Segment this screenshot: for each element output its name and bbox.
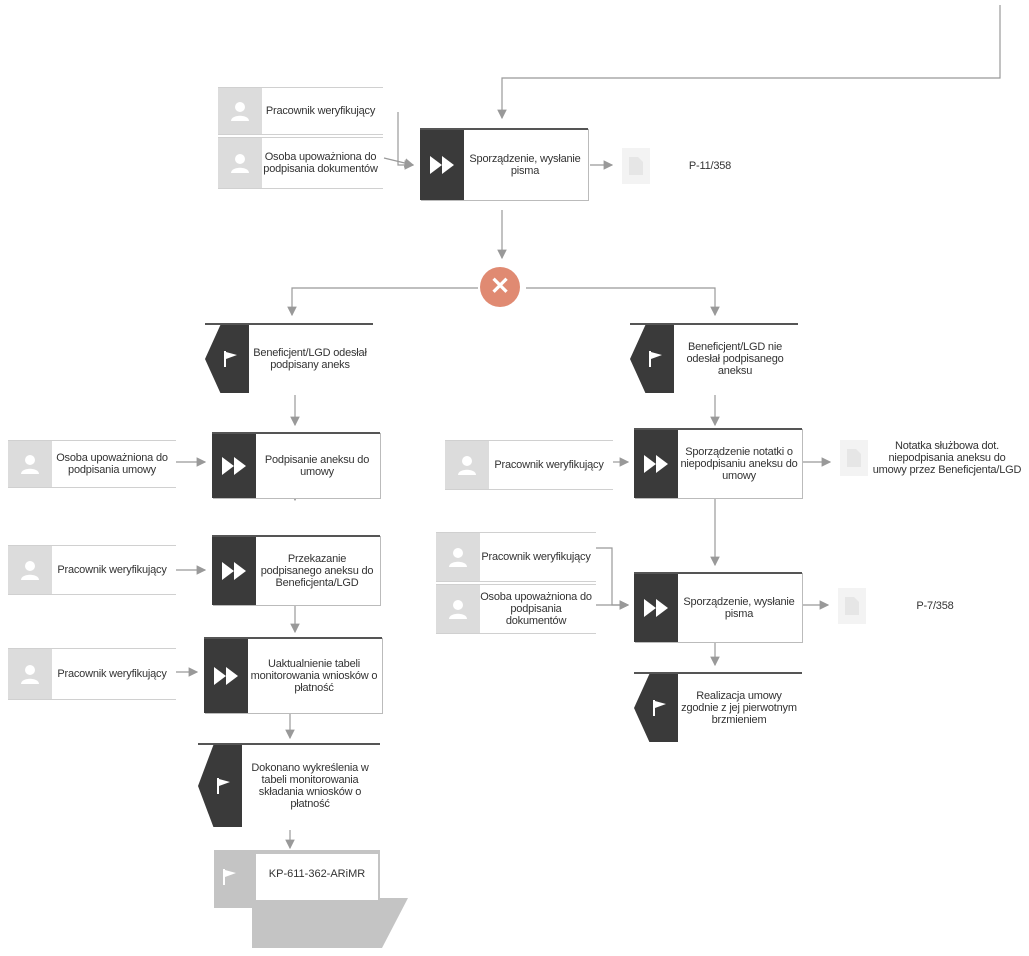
person-icon (8, 546, 52, 594)
event-label: Dokonano wykreślenia w tabeli monitorowa… (251, 762, 369, 810)
person-icon (436, 533, 480, 581)
fast-forward-icon (212, 434, 256, 498)
event-wykreslenie: Dokonano wykreślenia w tabeli monitorowa… (198, 743, 380, 827)
task-podpisanie-aneksu: Podpisanie aneksu do umowy (212, 432, 380, 498)
end-process-shape (214, 850, 408, 948)
person-icon (8, 649, 52, 699)
task-sporzadzenie-wyslanie-pisma-2: Sporządzenie, wysłanie pisma (634, 572, 802, 642)
document-label: P-7/358 (916, 600, 954, 612)
task-uaktualnienie-tabeli: Uaktualnienie tabeli monitorowania wnios… (204, 637, 382, 713)
role-label: Osoba upoważniona do podpisania dokument… (263, 151, 378, 175)
task-sporzadzenie-notatki: Sporządzenie notatki o niepodpisaniu ane… (634, 428, 802, 498)
role-pracownik-weryfikujacy: Pracownik weryfikujący (218, 87, 383, 135)
role-label: Pracownik weryfikujący (494, 459, 604, 471)
person-icon (218, 138, 262, 188)
task-przekazanie-aneksu: Przekazanie podpisanego aneksu do Benefi… (212, 535, 380, 605)
role-pracownik-weryfikujacy: Pracownik weryfikujący (436, 532, 596, 582)
role-osoba-upowazniona-umowy: Osoba upoważniona do podpisania umowy (8, 440, 176, 488)
role-pracownik-weryfikujacy: Pracownik weryfikujący (8, 648, 176, 700)
fast-forward-icon (212, 537, 256, 605)
role-osoba-upowazniona: Osoba upoważniona do podpisania dokument… (436, 584, 596, 634)
role-label: Osoba upoważniona do podpisania umowy (56, 452, 168, 476)
role-label: Osoba upoważniona do podpisania dokument… (480, 591, 592, 627)
flag-icon (630, 325, 674, 393)
document-icon (838, 588, 866, 624)
event-label: Beneficjent/LGD nie odesłał podpisanego … (686, 341, 784, 377)
task-label: Podpisanie aneksu do umowy (264, 454, 370, 478)
flag-icon (634, 674, 678, 742)
task-sporzadzenie-wyslanie-pisma: Sporządzenie, wysłanie pisma (420, 128, 588, 200)
end-process-label: KP-611-362-ARiMR (268, 868, 366, 880)
document-icon (840, 440, 868, 476)
fast-forward-icon (204, 639, 248, 713)
person-icon (436, 585, 480, 633)
task-label: Uaktualnienie tabeli monitorowania wnios… (250, 658, 378, 694)
task-label: Sporządzenie, wysłanie pisma (683, 596, 795, 620)
event-nie-odeslal-aneksu: Beneficjent/LGD nie odesłał podpisanego … (630, 323, 798, 393)
event-odeslal-aneks: Beneficjent/LGD odesłał podpisany aneks (205, 323, 373, 393)
role-pracownik-weryfikujacy: Pracownik weryfikujący (445, 440, 613, 490)
task-label: Sporządzenie, wysłanie pisma (469, 153, 581, 177)
x-icon: ✕ (480, 267, 520, 307)
task-label: Przekazanie podpisanego aneksu do Benefi… (260, 553, 374, 589)
person-icon (445, 441, 489, 489)
person-icon (8, 441, 52, 487)
role-label: Pracownik weryfikujący (57, 564, 167, 576)
role-label: Pracownik weryfikujący (265, 105, 376, 117)
fast-forward-icon (634, 430, 678, 498)
role-pracownik-weryfikujacy: Pracownik weryfikujący (8, 545, 176, 595)
fast-forward-icon (634, 574, 678, 642)
flag-icon (198, 745, 242, 827)
role-label: Pracownik weryfikujący (57, 668, 167, 680)
document-icon (622, 148, 650, 184)
flag-icon (222, 868, 242, 888)
document-label: Notatka służbowa dot. niepodpisania anek… (872, 440, 1022, 476)
fast-forward-icon (420, 130, 464, 200)
flag-icon (205, 325, 249, 393)
task-label: Sporządzenie notatki o niepodpisaniu ane… (680, 446, 798, 482)
event-label: Beneficjent/LGD odesłał podpisany aneks (253, 347, 367, 371)
event-label: Realizacja umowy zgodnie z jej pierwotny… (681, 690, 797, 726)
event-realizacja-umowy: Realizacja umowy zgodnie z jej pierwotny… (634, 672, 802, 742)
document-label: P-11/358 (688, 160, 732, 172)
role-osoba-upowazniona: Osoba upoważniona do podpisania dokument… (218, 137, 383, 189)
role-label: Pracownik weryfikujący (481, 551, 591, 563)
person-icon (218, 88, 262, 134)
